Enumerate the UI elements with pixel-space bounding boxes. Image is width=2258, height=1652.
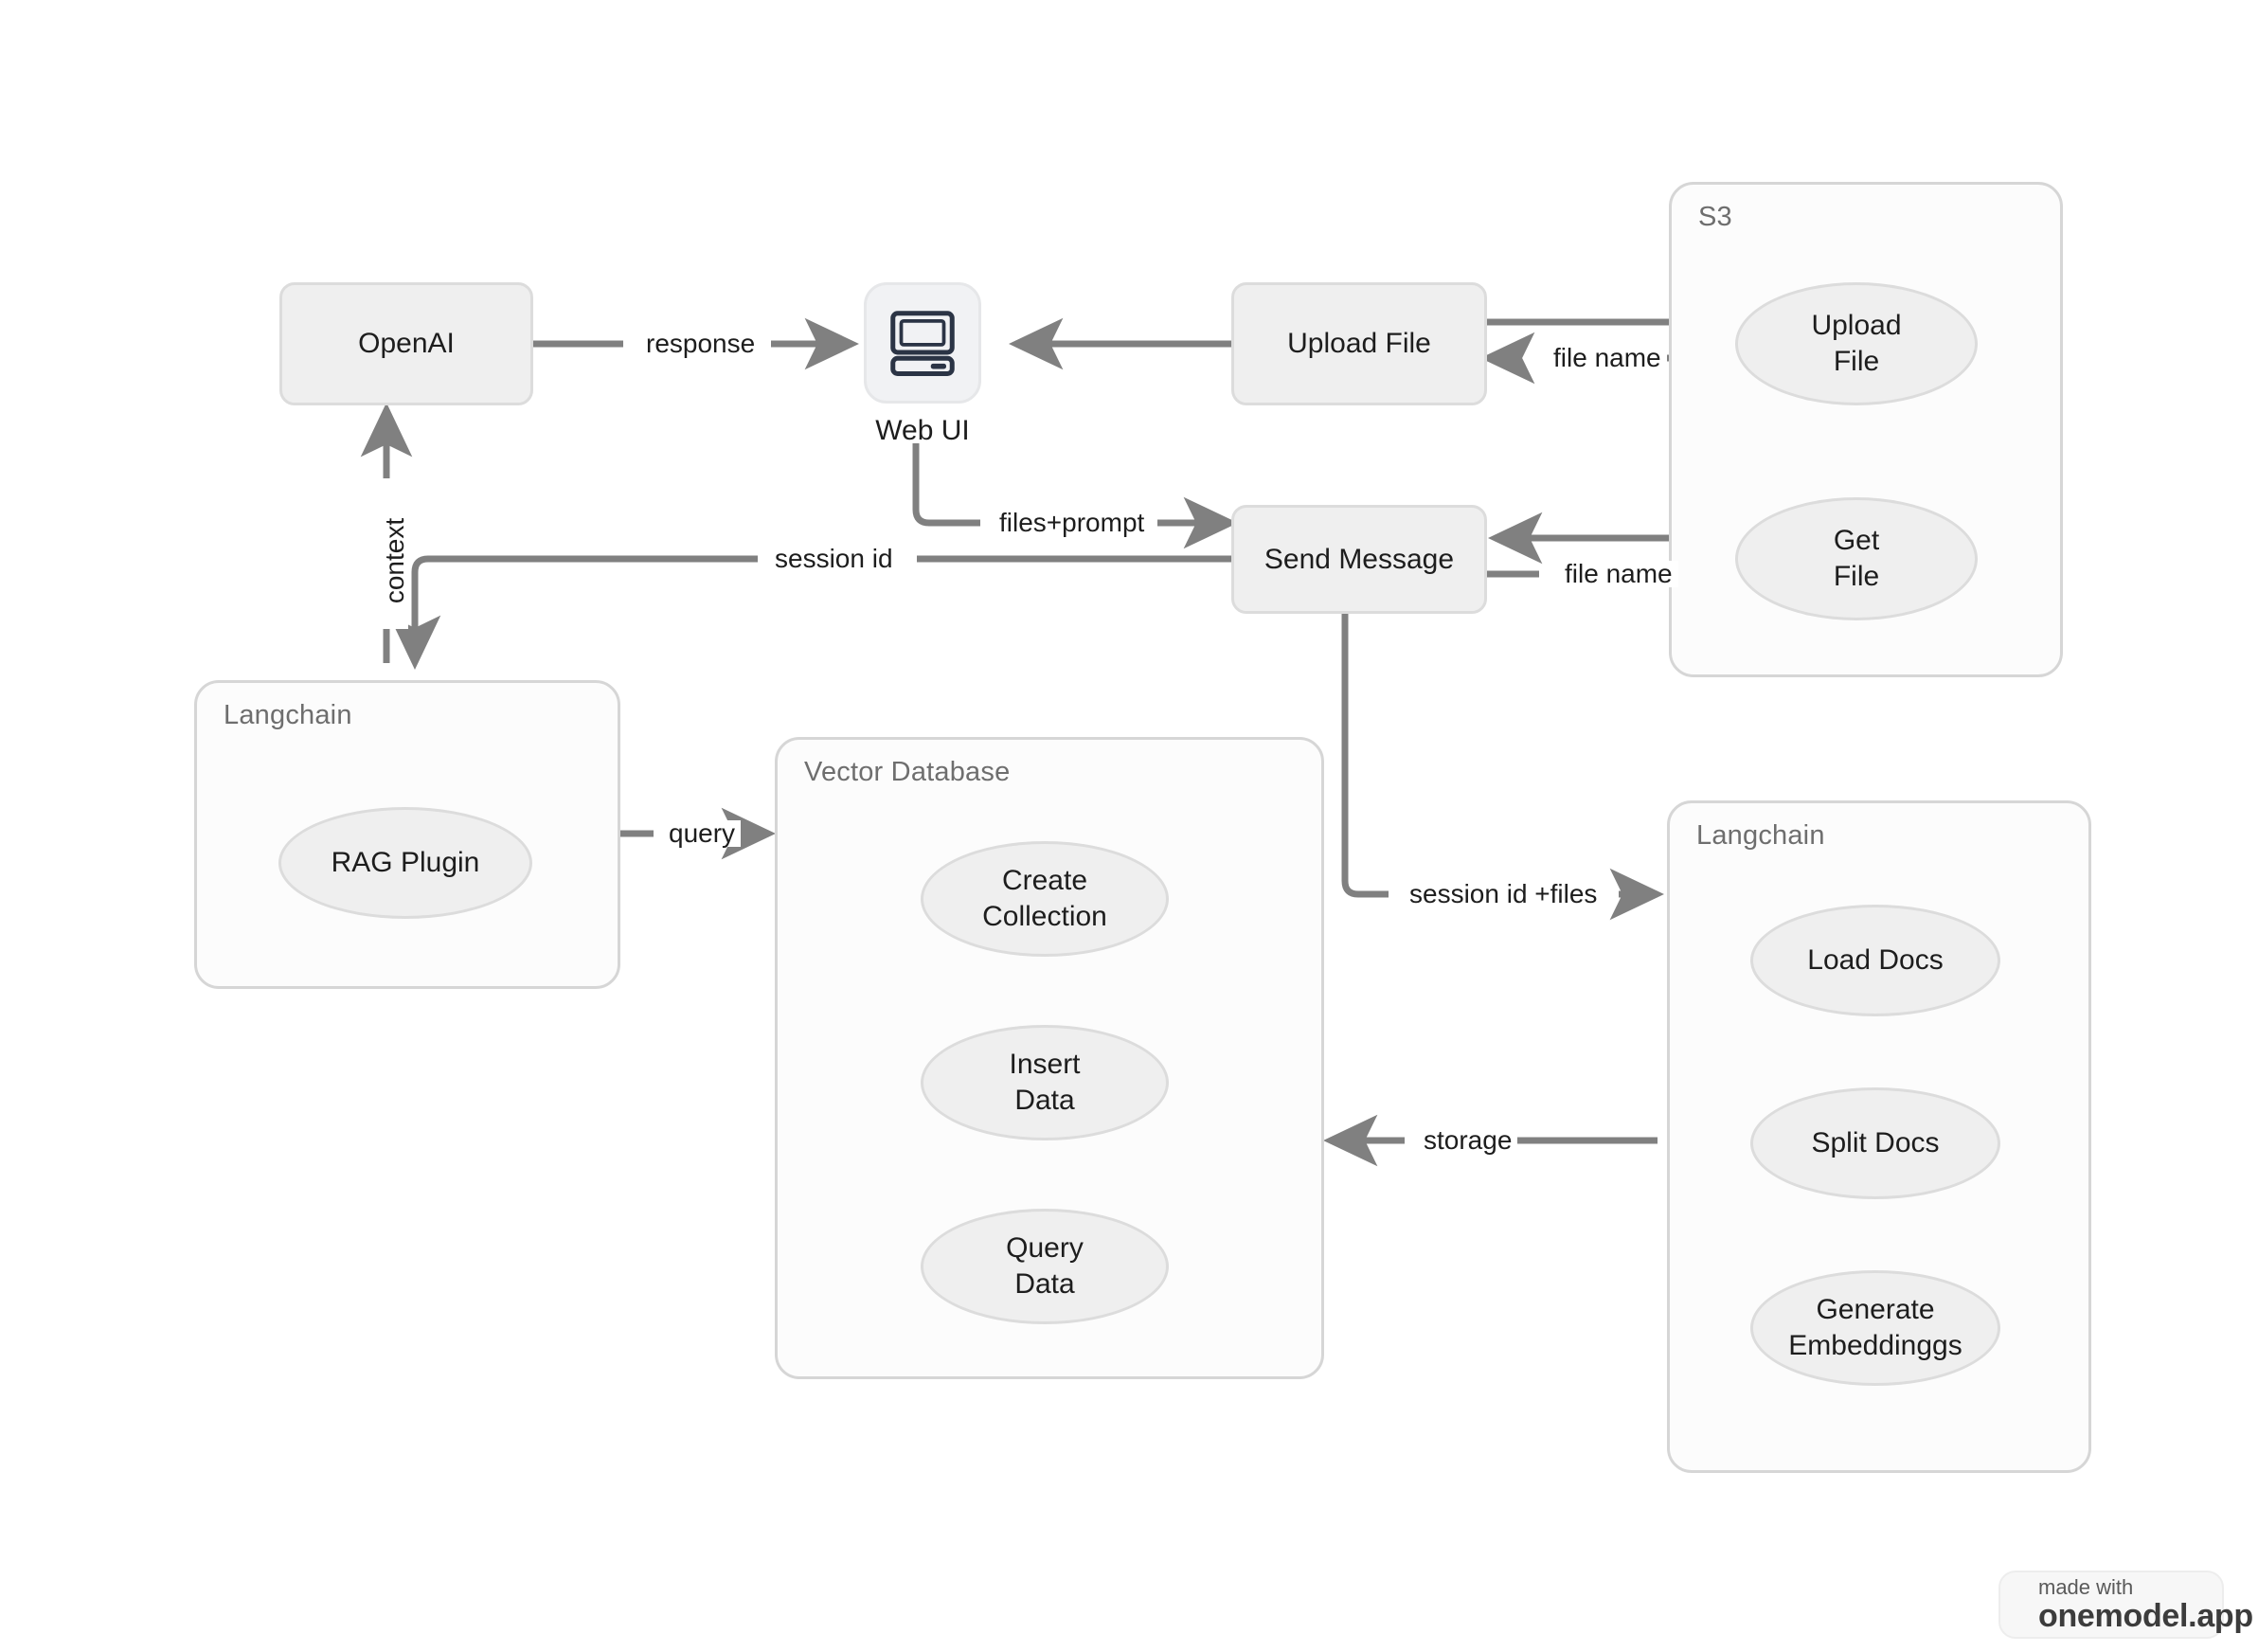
node-web-ui[interactable] [864,282,981,404]
node-load-docs[interactable]: Load Docs [1750,905,2000,1016]
edge-label-file-name-upload: file name [1548,345,1667,371]
edge-filesprompt-a [912,443,980,527]
node-insert-data-line2: Data [1014,1085,1075,1116]
node-s3-upload-file-line1: Upload [1811,309,1902,341]
node-rag-plugin[interactable]: RAG Plugin [278,807,532,919]
group-vector-database-title: Vector Database [804,757,1011,787]
edge-label-storage: storage [1418,1127,1518,1154]
desktop-computer-icon [890,311,955,376]
edge-label-session-id: session id [769,546,899,572]
watermark-brand: onemodel.app [2038,1597,2253,1634]
node-create-collection-line1: Create [1001,864,1088,896]
node-create-collection[interactable]: Create Collection [921,841,1169,957]
node-send-message[interactable]: Send Message [1231,505,1487,614]
edge-label-session-id-files: session id +files [1404,881,1604,907]
edge-label-files-prompt: files+prompt [994,510,1151,536]
node-create-collection-line2: Collection [982,901,1107,932]
node-rag-plugin-label: RAG Plugin [331,846,480,878]
edge-label-response: response [640,331,762,357]
edge-label-file-name-get: file name [1559,561,1678,587]
edge-label-query: query [663,820,742,847]
group-langchain-left-title: Langchain [224,700,352,730]
watermark-made-with: made with [2038,1574,2134,1599]
node-query-data-line2: Data [1014,1268,1075,1300]
watermark-onemodel[interactable]: made with onemodel.app [1998,1571,2253,1639]
group-s3-title: S3 [1698,202,1732,232]
node-generate-embeddings-line1: Generate [1816,1293,1935,1325]
node-web-ui-label: Web UI [875,415,970,446]
node-s3-get-file-line1: Get [1833,524,1880,556]
node-query-data[interactable]: Query Data [921,1209,1169,1324]
node-insert-data-line1: Insert [1009,1048,1081,1080]
node-generate-embeddings[interactable]: Generate Embeddinggs [1750,1270,2000,1386]
node-upload-file-action[interactable]: Upload File [1231,282,1487,405]
node-query-data-line1: Query [1006,1231,1084,1264]
node-upload-file-action-label: Upload File [1287,328,1431,359]
node-s3-get-file-line2: File [1833,561,1880,592]
node-s3-upload-file[interactable]: Upload File [1735,282,1978,405]
watermark-text: made with onemodel.app [2038,1576,2253,1633]
node-split-docs-label: Split Docs [1811,1126,1940,1158]
node-insert-data[interactable]: Insert Data [921,1025,1169,1140]
node-split-docs[interactable]: Split Docs [1750,1087,2000,1199]
edge-sessionidfiles-a [1341,614,1389,898]
edge-sessionid-b [388,555,758,671]
node-s3-upload-file-line2: File [1833,346,1880,377]
node-send-message-label: Send Message [1263,543,1455,575]
group-langchain-right-title: Langchain [1696,820,1825,851]
node-openai[interactable]: OpenAI [279,282,533,405]
edge-label-context: context [380,493,409,629]
node-openai-label: OpenAI [358,328,455,359]
node-s3-get-file[interactable]: Get File [1735,497,1978,620]
node-load-docs-label: Load Docs [1807,943,1944,976]
node-generate-embeddings-line2: Embeddinggs [1788,1330,1962,1361]
